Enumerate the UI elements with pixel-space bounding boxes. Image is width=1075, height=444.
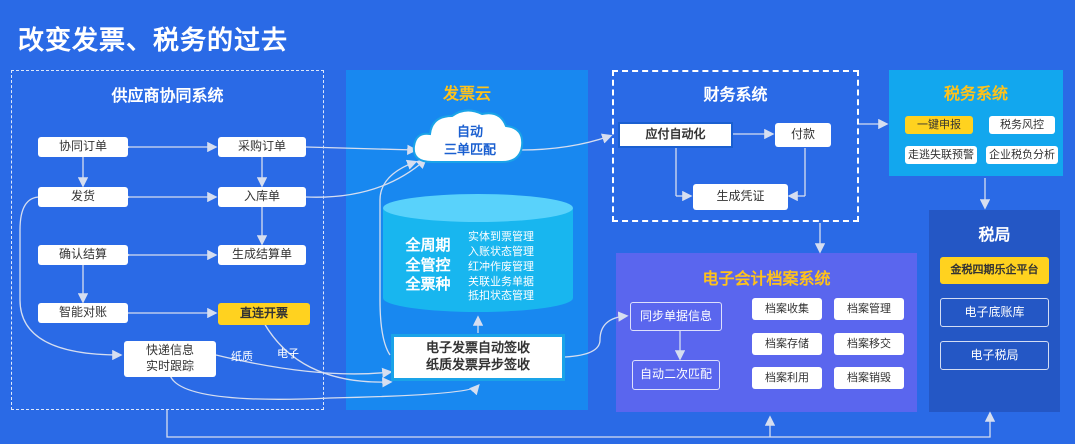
archive-item: 档案管理	[834, 298, 904, 320]
node-golden-tax: 金税四期乐企平台	[940, 257, 1049, 284]
db-item: 抵扣状态管理	[468, 289, 534, 303]
node-smart-reconcile: 智能对账	[38, 303, 128, 323]
archive-item: 档案存储	[752, 333, 822, 355]
invoice-cloud-title: 发票云	[442, 84, 491, 103]
cloud-text: 自动 三单匹配	[443, 125, 496, 158]
archive-item: 档案销毁	[834, 367, 904, 389]
node-sync-docs: 同步单据信息	[630, 302, 722, 331]
finance-title: 财务系统	[703, 85, 768, 104]
node-voucher: 生成凭证	[693, 184, 788, 210]
database-right-list: 实体到票管理 入账状态管理 红冲作废管理 关联业务单据 抵扣状态管理	[468, 230, 564, 304]
page-title: 改变发票、税务的过去	[18, 26, 289, 56]
node-stock-in: 入库单	[218, 187, 306, 207]
node-direct-invoice: 直连开票	[218, 303, 310, 325]
node-confirm-settle: 确认结算	[38, 245, 128, 265]
archive-item: 档案收集	[752, 298, 822, 320]
node-payment: 付款	[775, 123, 831, 147]
edge-label-electronic: 电子	[277, 347, 299, 360]
btn-tax-burden[interactable]: 企业税负分析	[986, 146, 1058, 164]
db-item: 红冲作废管理	[468, 259, 534, 273]
archive-item: 档案利用	[752, 367, 822, 389]
node-auto-match: 自动二次匹配	[632, 360, 720, 390]
node-purchase-order: 采购订单	[218, 137, 306, 157]
supplier-panel	[11, 70, 324, 410]
db-item: 实体到票管理	[468, 230, 534, 243]
archive-item: 档案移交	[834, 333, 904, 355]
tax-system-title: 税务系统	[943, 84, 1008, 103]
database-left-text: 全周期 全管控 全票种	[405, 236, 451, 293]
node-express-track: 快递信息 实时跟踪	[124, 341, 216, 377]
archive-title: 电子会计档案系统	[702, 269, 831, 288]
node-e-tax-bureau: 电子税局	[940, 341, 1049, 370]
btn-evasion-warning[interactable]: 走逃失联预警	[905, 146, 977, 164]
node-e-ledger: 电子底账库	[940, 298, 1049, 327]
supplier-title: 供应商协同系统	[111, 86, 224, 105]
node-ap-auto: 应付自动化	[618, 122, 733, 148]
tax-bureau-title: 税局	[978, 225, 1011, 244]
edge-label-paper: 纸质	[231, 350, 253, 363]
finance-panel	[612, 70, 859, 222]
node-gen-settle: 生成结算单	[218, 245, 306, 265]
node-collab-order: 协同订单	[38, 137, 128, 157]
node-ship: 发货	[38, 187, 128, 207]
db-item: 入账状态管理	[468, 244, 534, 258]
auto-sign-box: 电子发票自动签收 纸质发票异步签收	[391, 334, 565, 381]
btn-tax-risk[interactable]: 税务风控	[989, 116, 1055, 134]
btn-one-click-declare[interactable]: 一键申报	[905, 116, 973, 134]
db-item: 关联业务单据	[468, 274, 534, 288]
tax-bureau-panel	[929, 210, 1060, 412]
